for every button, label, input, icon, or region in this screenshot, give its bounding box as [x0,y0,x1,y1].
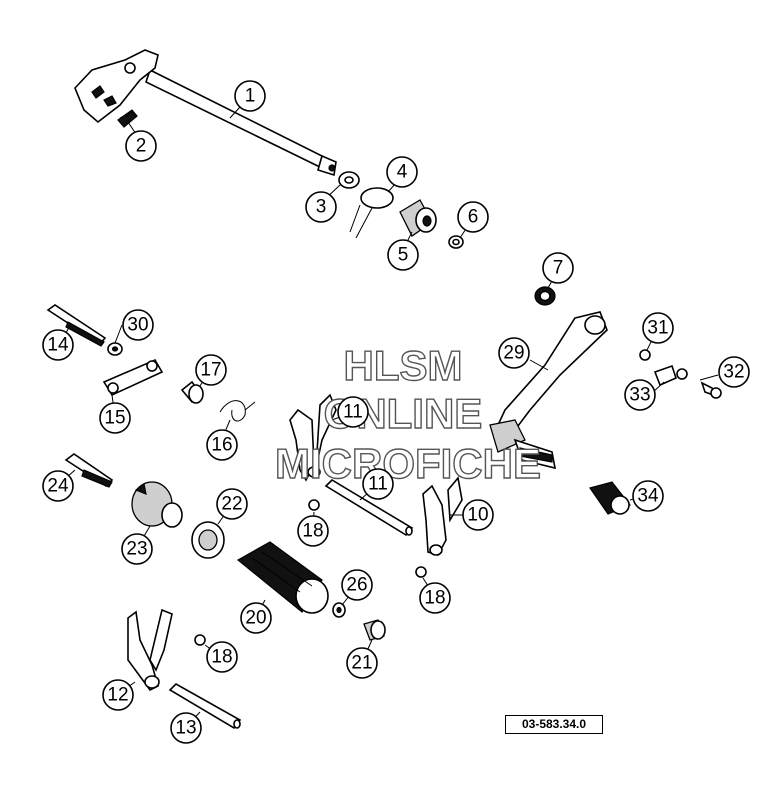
watermark-line3: MICROFICHE [275,440,541,487]
callout-11-fork[interactable]: 11 [337,396,369,428]
svg-text:31: 31 [647,318,668,339]
svg-text:34: 34 [637,486,659,507]
svg-text:7: 7 [553,258,564,279]
bolt-32[interactable] [700,381,722,399]
ring-6[interactable] [448,235,464,249]
svg-text:17: 17 [200,360,221,381]
svg-text:20: 20 [245,608,266,629]
svg-text:30: 30 [127,315,148,336]
svg-text:15: 15 [104,408,125,429]
svg-text:16: 16 [211,435,232,456]
callout-18-right[interactable]: 18 [419,582,451,614]
callout-13[interactable]: 13 [170,712,202,744]
callout-24[interactable]: 24 [42,470,74,502]
shift-drum[interactable] [236,541,329,614]
clip-33[interactable] [653,364,688,387]
callout-18-lower[interactable]: 18 [206,641,238,673]
svg-text:3: 3 [316,197,327,218]
roller-17[interactable] [180,380,204,404]
callout-26[interactable]: 26 [341,569,373,601]
washer-30[interactable] [107,342,123,356]
svg-text:11: 11 [343,402,363,423]
callout-15[interactable]: 15 [99,402,131,434]
svg-text:18: 18 [302,521,323,542]
shift-fork-12[interactable] [127,608,173,692]
svg-text:6: 6 [468,207,479,228]
watermark-line1: HLSM [344,342,463,389]
bolt-14[interactable] [46,304,107,347]
svg-text:11: 11 [368,474,388,495]
shift-drum-locating[interactable] [131,481,183,528]
callout-33[interactable]: 33 [624,379,656,411]
washer-31[interactable] [639,349,651,361]
svg-text:29: 29 [503,343,524,364]
link-15[interactable] [102,358,164,397]
washer-3[interactable] [338,171,360,189]
callout-4[interactable]: 4 [386,156,418,188]
svg-text:12: 12 [107,685,128,706]
seal-7[interactable] [534,286,556,306]
callout-5[interactable]: 5 [387,239,419,271]
callout-34[interactable]: 34 [632,480,664,512]
svg-text:32: 32 [723,362,744,383]
washer-26[interactable] [332,602,346,618]
return-spring[interactable] [349,187,394,239]
pin-18c[interactable] [194,634,206,646]
callout-7[interactable]: 7 [542,252,574,284]
bolt-24[interactable] [64,453,114,488]
svg-text:13: 13 [175,718,196,739]
callout-22[interactable]: 22 [216,488,248,520]
bushing[interactable] [399,199,437,237]
callout-1[interactable]: 1 [234,80,266,112]
callout-3[interactable]: 3 [305,191,337,223]
reference-code-label: 03-583.34.0 [505,715,606,737]
shift-fork-10[interactable] [422,476,463,556]
bearing-21[interactable] [363,619,386,641]
shift-lever[interactable] [489,311,608,470]
callout-16[interactable]: 16 [206,429,238,461]
callout-11-rail[interactable]: 11 [362,468,394,500]
svg-text:2: 2 [136,136,147,157]
shift-shaft[interactable] [74,49,337,177]
callout-30[interactable]: 30 [122,309,154,341]
svg-text:33: 33 [629,385,650,406]
shift-rail-11[interactable] [324,478,414,537]
callout-12[interactable]: 12 [102,679,134,711]
spring-16[interactable] [219,400,256,422]
callout-32[interactable]: 32 [718,356,750,388]
svg-text:10: 10 [467,505,488,526]
svg-text:18: 18 [211,647,232,668]
svg-text:5: 5 [398,245,409,266]
svg-text:22: 22 [221,494,242,515]
shift-rubber[interactable] [589,481,631,515]
callout-17[interactable]: 17 [195,354,227,386]
callout-6[interactable]: 6 [457,201,489,233]
svg-text:14: 14 [47,335,69,356]
callout-31[interactable]: 31 [642,312,674,344]
svg-text:18: 18 [424,588,445,609]
callout-29[interactable]: 29 [498,337,530,369]
svg-text:24: 24 [47,476,69,497]
shift-fork-11[interactable] [289,393,337,482]
callout-2[interactable]: 2 [125,130,157,162]
callout-23[interactable]: 23 [121,533,153,565]
callout-20[interactable]: 20 [240,602,272,634]
callout-18-upper[interactable]: 18 [297,515,329,547]
spring-small[interactable] [117,109,138,128]
svg-text:1: 1 [245,86,256,107]
shift-rail-13[interactable] [168,683,242,730]
watermark: HLSM ONLINE MICROFICHE [274,341,541,487]
callout-10[interactable]: 10 [462,499,494,531]
bearing-22[interactable] [191,521,225,559]
svg-text:23: 23 [126,539,147,560]
callout-21[interactable]: 21 [346,647,378,679]
pin-18a[interactable] [308,499,320,511]
pin-18b[interactable] [415,566,427,578]
svg-text:26: 26 [346,575,367,596]
callout-14[interactable]: 14 [42,329,74,361]
svg-text:21: 21 [351,653,372,674]
svg-text:4: 4 [397,162,408,183]
